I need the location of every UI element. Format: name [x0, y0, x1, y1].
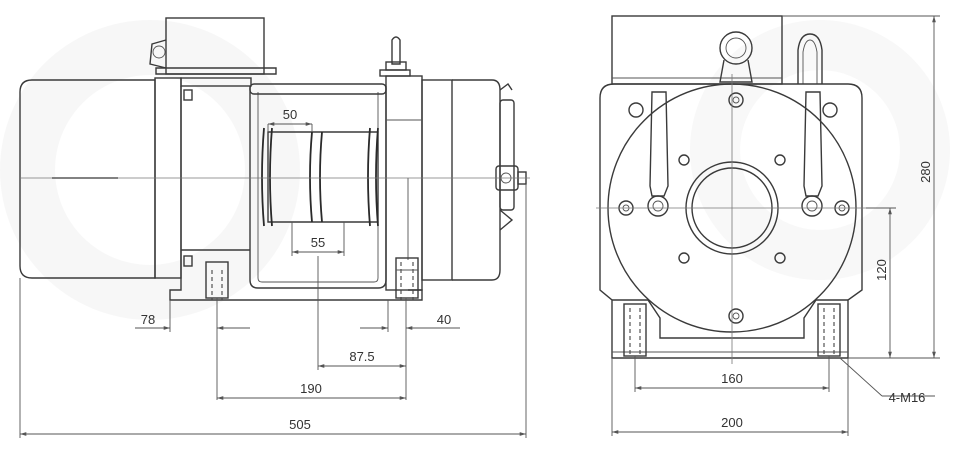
encoder-top-tab [499, 82, 513, 91]
top-plate-left [180, 77, 252, 87]
motor-body [19, 79, 156, 279]
front-housing [599, 83, 863, 359]
side-bolt-right [395, 257, 419, 300]
drum-flange-right-b [375, 127, 379, 227]
end-cap [452, 79, 501, 281]
dim-50: 50 [283, 107, 297, 122]
dim-160: 160 [721, 371, 743, 386]
release-handle-plate [379, 69, 411, 77]
terminal-gland [149, 39, 167, 69]
end-plate [421, 79, 453, 281]
front-dimensions: 280 120 160 4-M16 200 [611, 15, 940, 436]
drum-flange-left [261, 127, 265, 227]
release-handle [391, 36, 401, 65]
lifting-hook [797, 33, 823, 84]
encoder-bracket [499, 99, 515, 211]
dim-40: 40 [437, 312, 451, 327]
dim-87-5: 87.5 [349, 349, 374, 364]
brake-arm-right [803, 91, 823, 197]
dim-200: 200 [721, 415, 743, 430]
front-bolt-left [623, 303, 647, 357]
dim-120: 120 [874, 259, 889, 281]
bolt-spec-label: 4-M16 [889, 390, 926, 405]
brake-arm-left [649, 91, 669, 197]
drum-groove-left [309, 131, 313, 223]
drum-groove-right [319, 131, 323, 223]
drum-flange-right [367, 127, 371, 227]
release-handle-base [385, 61, 407, 71]
lifting-eye [719, 31, 753, 65]
terminal-gland-nut [152, 45, 166, 59]
dim-505: 505 [289, 417, 311, 432]
terminal-box-base [155, 67, 277, 75]
flange-bolt-top [183, 89, 193, 101]
drum-flange-left-b [269, 127, 273, 227]
flange-bolt-bottom [183, 255, 193, 267]
front-view [596, 15, 866, 364]
dim-78: 78 [141, 312, 155, 327]
dim-190: 190 [300, 381, 322, 396]
front-bolt-right [817, 303, 841, 357]
dim-55: 55 [311, 235, 325, 250]
watermark [0, 20, 950, 320]
side-dimensions: 50 55 78 40 87.5 190 505 [19, 107, 527, 438]
encoder-bottom-tab [499, 209, 514, 231]
dim-280: 280 [918, 161, 933, 183]
